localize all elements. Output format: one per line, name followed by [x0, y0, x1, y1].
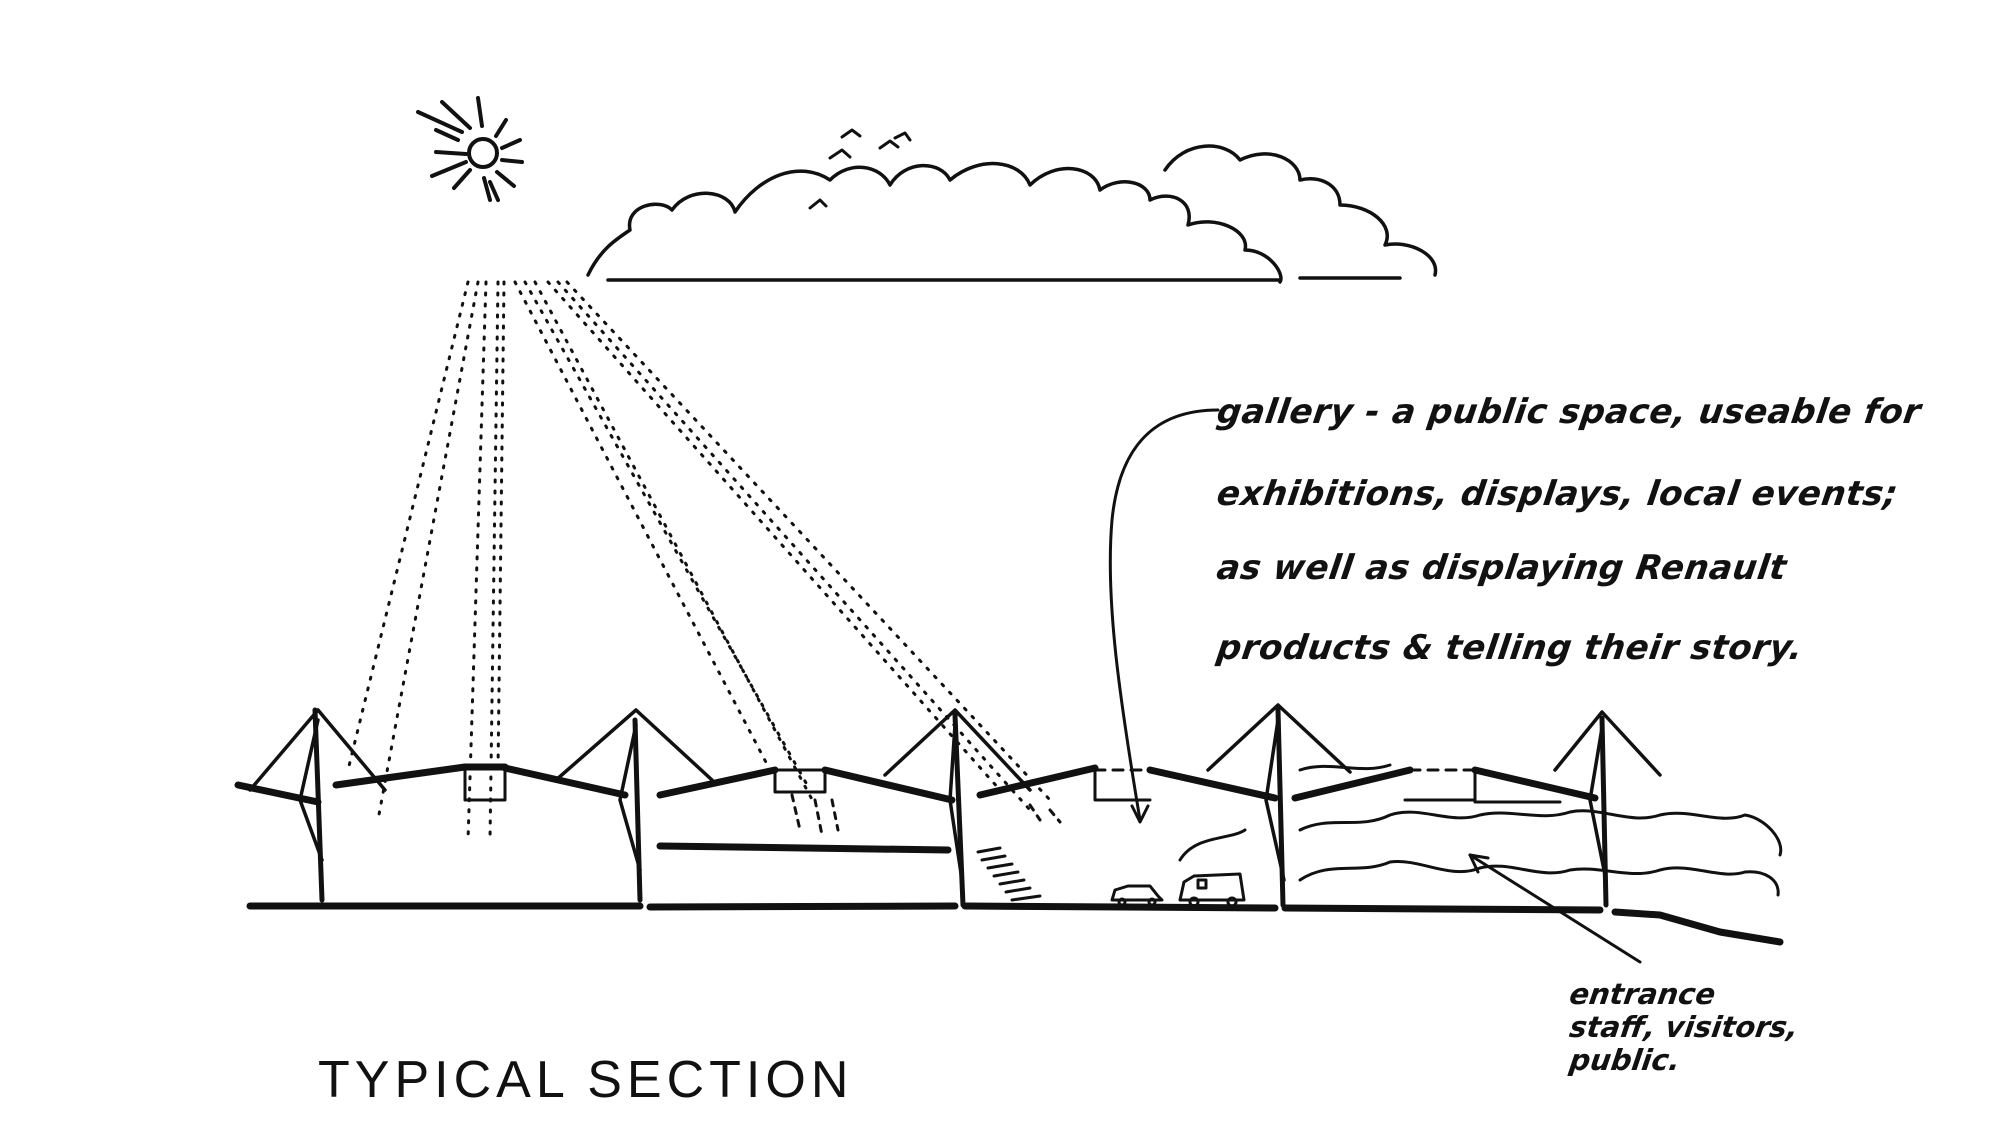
mast	[1206, 703, 1352, 908]
masts	[248, 703, 1662, 908]
annotation-line: as well as displaying Renault	[1214, 548, 1790, 588]
annotation-line: products & telling their story.	[1214, 628, 1806, 668]
annotation-leader	[1108, 408, 1220, 824]
mezzanine	[656, 842, 952, 854]
mast	[1553, 710, 1662, 908]
cloud-icon	[586, 144, 1438, 284]
stair-icon	[976, 846, 1042, 902]
light-wells	[790, 793, 1062, 837]
annotation-line: exhibitions, displays, local events;	[1214, 474, 1901, 514]
sun-icon	[416, 96, 524, 202]
entrance-label: entrance	[1567, 977, 1718, 1011]
roof-sections	[234, 763, 1599, 806]
entrance-arrow	[1468, 853, 1642, 964]
entrance-label: staff, visitors,	[1567, 1010, 1801, 1044]
mast	[554, 708, 714, 903]
annotation-line: gallery - a public space, useable for	[1214, 392, 1924, 432]
sun-rays	[346, 280, 1052, 842]
landscape	[1178, 763, 1783, 897]
car-icon	[1110, 884, 1164, 907]
birds-icon	[808, 128, 912, 210]
van-icon	[1178, 872, 1246, 908]
section-title: TYPICAL SECTION	[318, 1051, 854, 1109]
entrance-label: public.	[1567, 1043, 1683, 1077]
ground-line	[246, 902, 1784, 946]
mast	[883, 708, 1032, 908]
roof-links	[463, 766, 1562, 804]
